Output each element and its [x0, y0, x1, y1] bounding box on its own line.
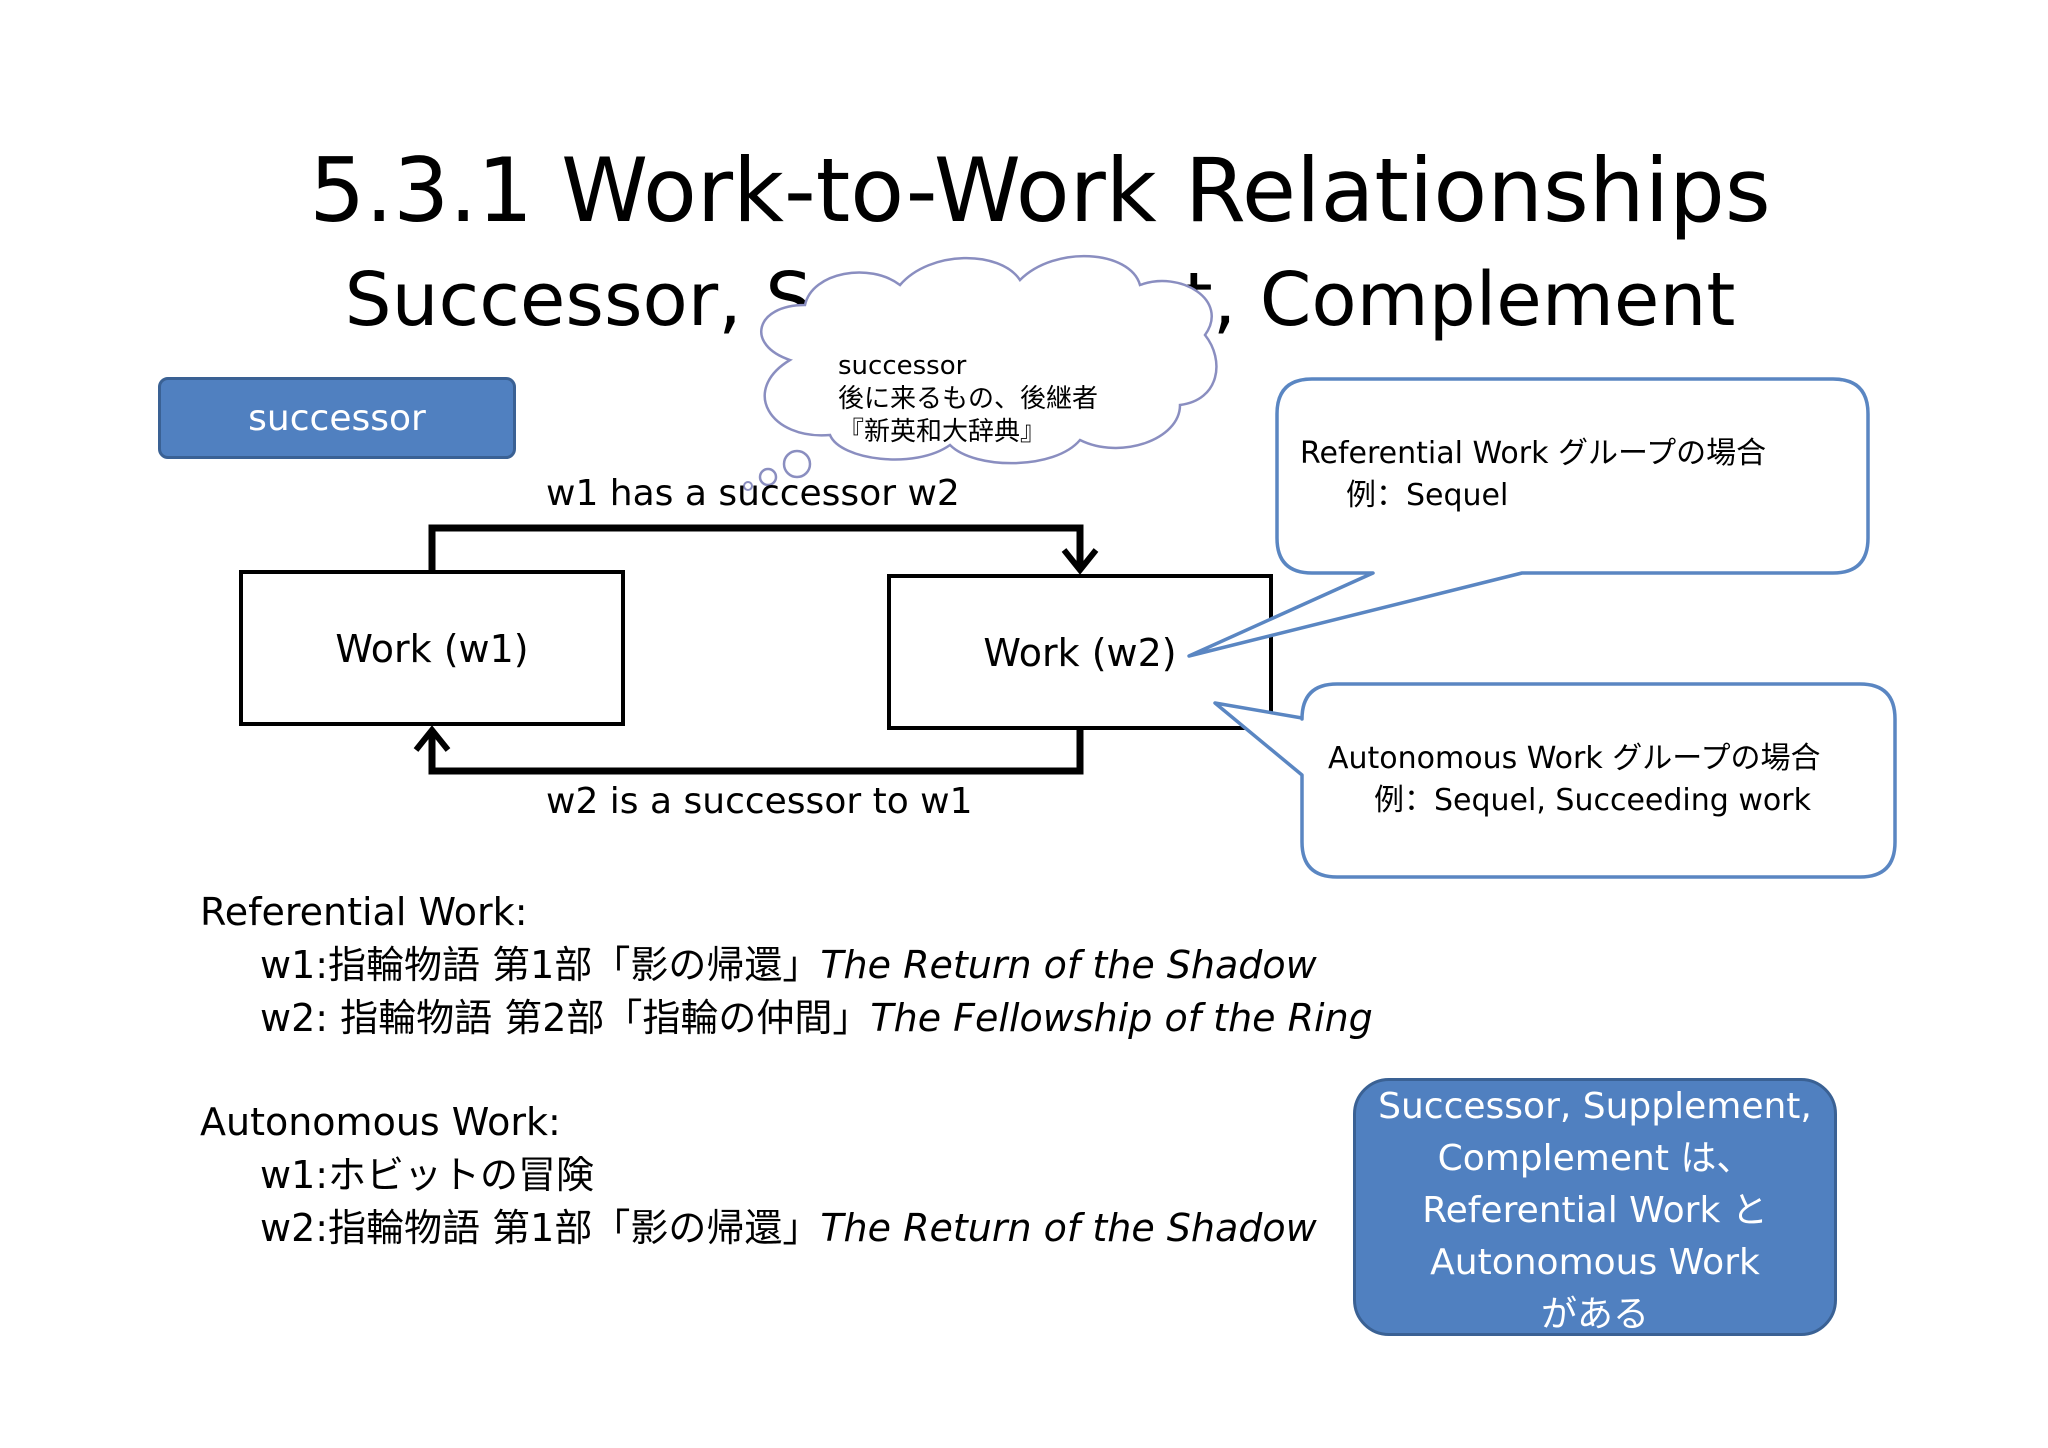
callout-referential-text: Referential Work グループの場合 例：Sequel	[1300, 433, 1766, 517]
successor-badge: successor	[158, 377, 516, 459]
autonomous-w2-title: The Return of the Shadow	[820, 1206, 1317, 1250]
summary-line-3: Referential Work と	[1422, 1190, 1768, 1231]
callout-autonomous-title: Autonomous Work グループの場合	[1328, 741, 1821, 776]
autonomous-heading: Autonomous Work:	[200, 1100, 561, 1144]
callout-referential-shape	[1187, 377, 1870, 658]
summary-line-5: がある	[1540, 1294, 1649, 1335]
cloud-meaning: 後に来るもの、後継者	[838, 384, 1099, 414]
referential-example: Referential Work: w1:指輪物語 第1部「影の帰還」The R…	[200, 886, 1373, 1045]
summary-line-2: Complement は、	[1437, 1138, 1753, 1179]
referential-w1-prefix: w1:指輪物語 第1部「影の帰還」	[260, 943, 821, 987]
top-arrow	[428, 524, 1099, 575]
referential-w2-line: w2: 指輪物語 第2部「指輪の仲間」The Fellowship of the…	[200, 992, 1373, 1045]
autonomous-w2-line: w2:指輪物語 第1部「影の帰還」The Return of the Shado…	[200, 1202, 1317, 1255]
summary-box: Successor, Supplement, Complement は、 Ref…	[1353, 1078, 1837, 1336]
callout-autonomous-shape	[1213, 682, 1897, 879]
top-arrow-label: w1 has a successor w2	[546, 473, 960, 514]
callout-referential-example: 例：Sequel	[1346, 478, 1509, 513]
summary-line-1: Successor, Supplement,	[1378, 1086, 1812, 1127]
callout-autonomous-text: Autonomous Work グループの場合 例：Sequel, Succee…	[1328, 738, 1820, 822]
callout-autonomous-example: 例：Sequel, Succeeding work	[1374, 783, 1811, 818]
cloud-term: successor	[838, 351, 967, 381]
referential-heading: Referential Work:	[200, 890, 528, 934]
work-w2-label: Work (w2)	[983, 631, 1177, 675]
work-w1-box	[239, 570, 625, 726]
bottom-arrow-label: w2 is a successor to w1	[546, 781, 973, 822]
autonomous-w2-prefix: w2:指輪物語 第1部「影の帰還」	[260, 1206, 821, 1250]
callout-referential-title: Referential Work グループの場合	[1300, 436, 1767, 471]
cloud-source: 『新英和大辞典』	[838, 417, 1047, 447]
summary-line-4: Autonomous Work	[1430, 1242, 1760, 1283]
autonomous-w1-line: w1:ホビットの冒険	[260, 1153, 595, 1197]
thought-cloud	[743, 254, 1218, 491]
bottom-arrow	[413, 725, 1084, 775]
referential-w1-title: The Return of the Shadow	[820, 943, 1317, 987]
slide-title: 5.3.1 Work-to-Work Relationships	[309, 139, 1771, 242]
referential-w2-title: The Fellowship of the Ring	[870, 996, 1373, 1040]
cloud-definition: successor 後に来るもの、後継者 『新英和大辞典』	[838, 350, 1138, 449]
referential-w1-line: w1:指輪物語 第1部「影の帰還」The Return of the Shado…	[200, 939, 1373, 992]
referential-w2-prefix: w2: 指輪物語 第2部「指輪の仲間」	[260, 996, 871, 1040]
autonomous-example: Autonomous Work: w1:ホビットの冒険 w2:指輪物語 第1部「…	[200, 1096, 1317, 1255]
work-w1-label: Work (w1)	[335, 627, 529, 671]
